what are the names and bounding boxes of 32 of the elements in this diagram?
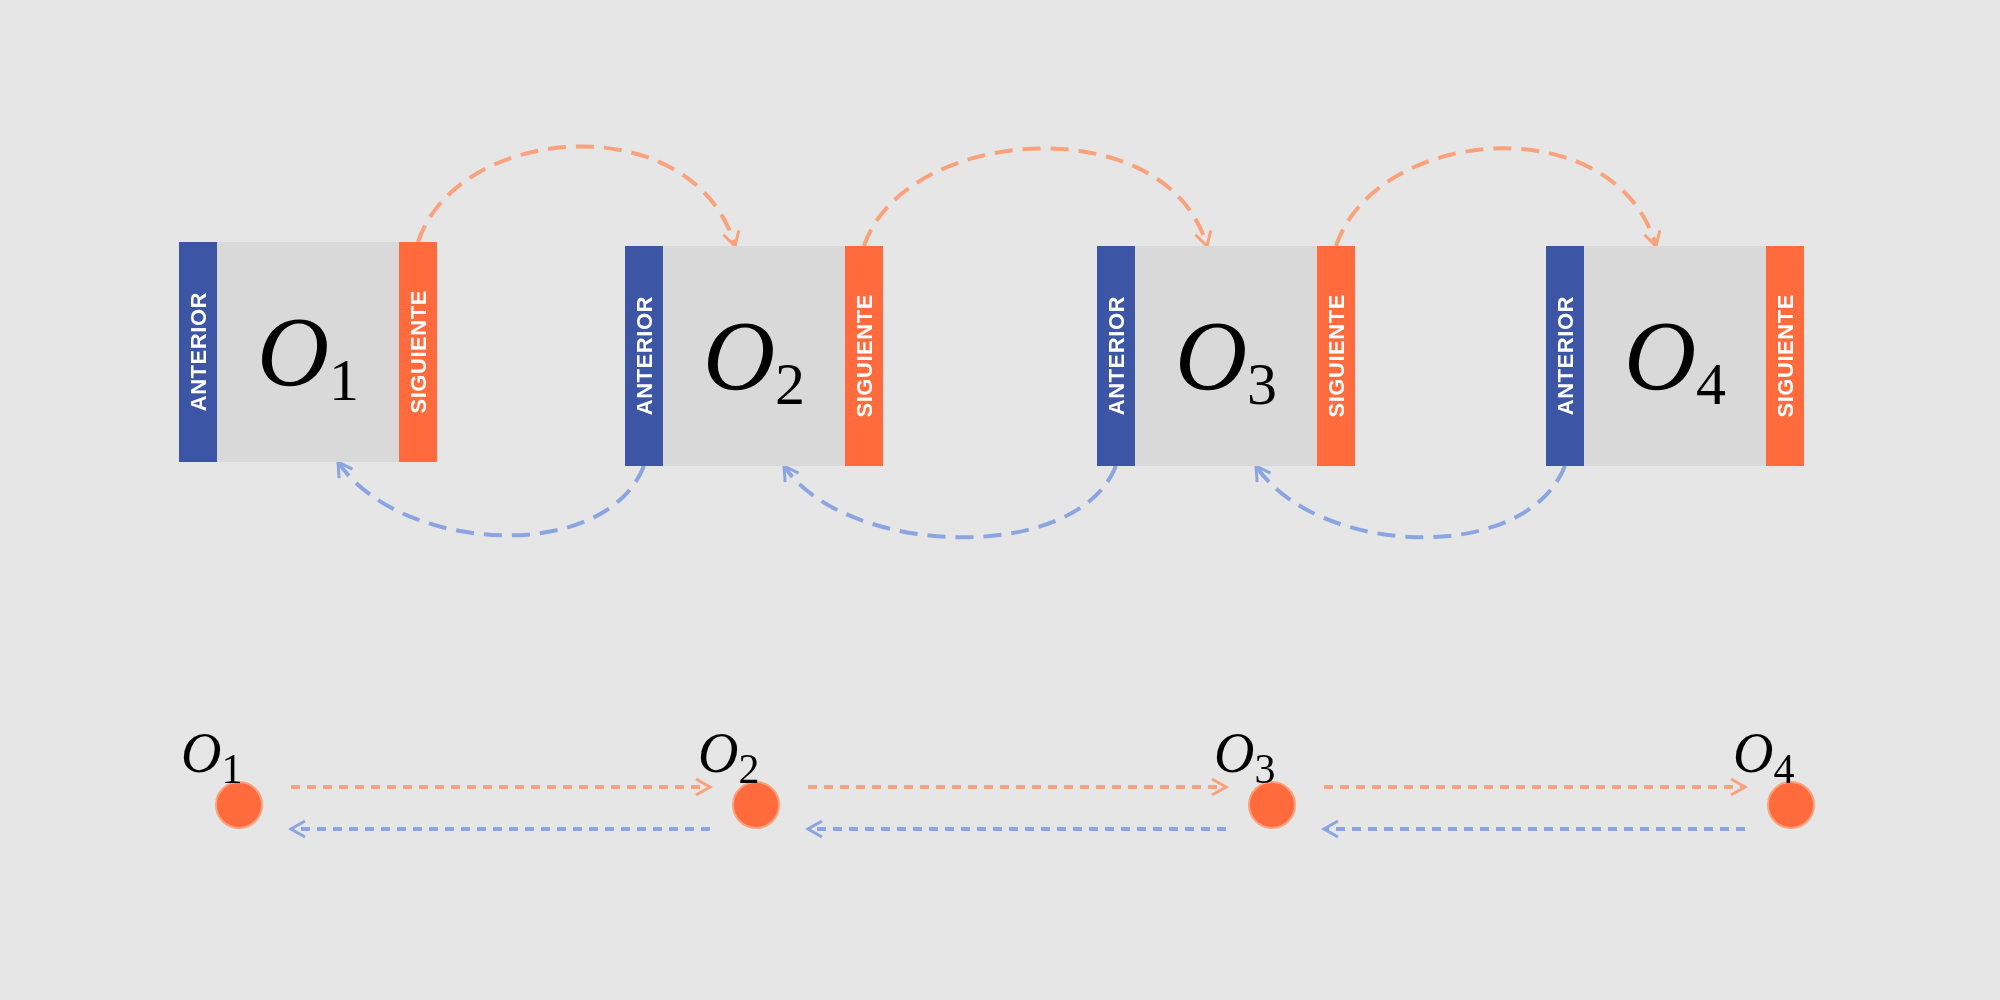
arrow <box>806 819 1226 839</box>
arrow <box>336 460 646 538</box>
object-label: O$_{1}$ <box>256 302 360 402</box>
object-label: O$_{3}$ <box>1174 306 1278 406</box>
object-box <box>625 246 883 466</box>
object-box <box>1097 246 1355 466</box>
arrow <box>416 144 739 248</box>
node-label: O$_{1}$ <box>181 725 243 781</box>
arrow <box>1322 819 1745 839</box>
siguiente-bar: SIGUIENTE <box>845 246 883 466</box>
object-label: O$_{4}$ <box>1623 306 1727 406</box>
anterior-bar: ANTERIOR <box>1546 246 1584 466</box>
arrow <box>808 777 1228 797</box>
arrow <box>291 777 712 797</box>
arrow <box>1254 464 1567 540</box>
arrow <box>1334 146 1660 248</box>
anterior-bar: ANTERIOR <box>625 246 663 466</box>
anterior-bar: ANTERIOR <box>1097 246 1135 466</box>
siguiente-bar: SIGUIENTE <box>1317 246 1355 466</box>
node-label: O$_{2}$ <box>698 725 760 781</box>
object-label: O$_{2}$ <box>702 306 806 406</box>
object-box <box>179 242 437 462</box>
arrow <box>1324 777 1747 797</box>
arrow <box>289 819 710 839</box>
object-box <box>1546 246 1804 466</box>
siguiente-bar: SIGUIENTE <box>399 242 437 462</box>
arrow <box>862 146 1210 248</box>
node-label: O$_{3}$ <box>1214 725 1276 781</box>
anterior-bar: ANTERIOR <box>179 242 217 462</box>
node-label: O$_{4}$ <box>1733 725 1795 781</box>
siguiente-bar: SIGUIENTE <box>1766 246 1804 466</box>
arrow <box>782 464 1118 540</box>
